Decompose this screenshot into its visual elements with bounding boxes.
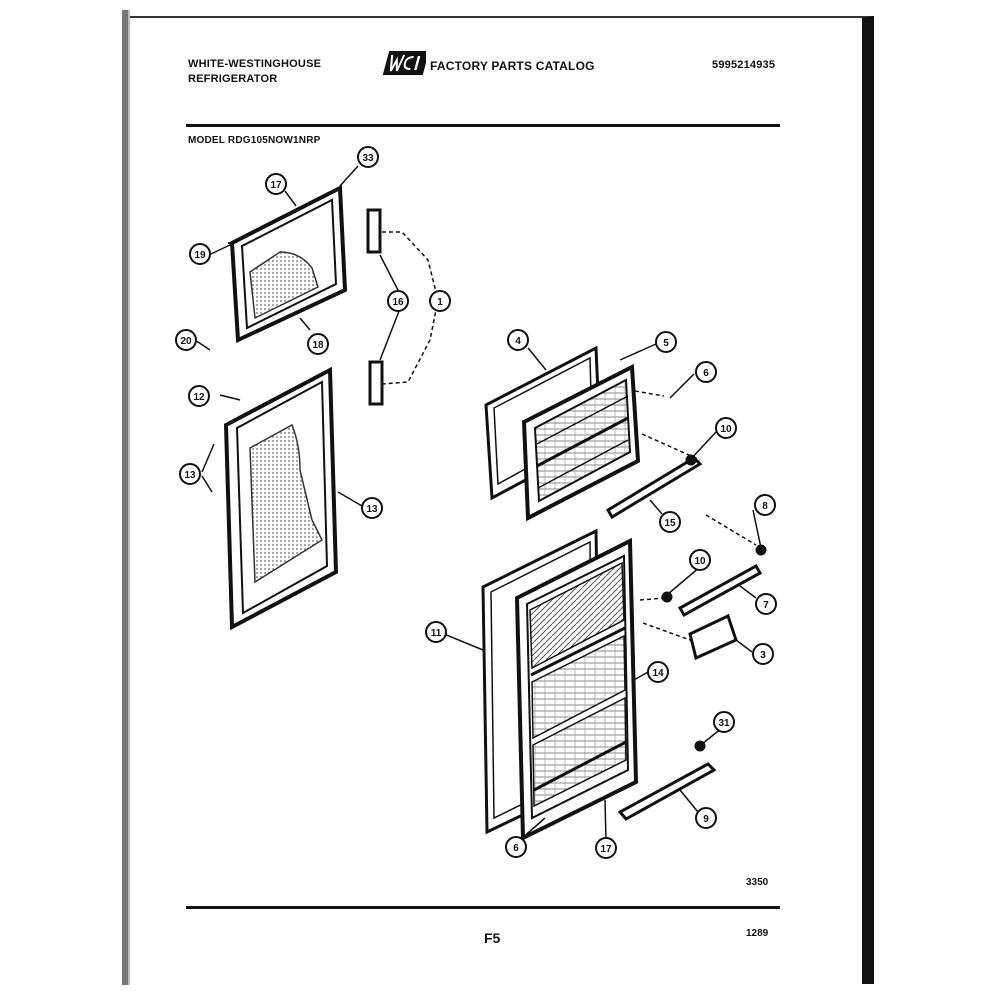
- callout: 5: [655, 331, 677, 353]
- callout: 6: [505, 836, 527, 858]
- header-rule: [186, 124, 780, 127]
- callout-label: 14: [652, 668, 664, 679]
- callout-label: 15: [664, 518, 676, 529]
- callout-label: 11: [431, 628, 442, 639]
- callout: 17: [265, 173, 287, 195]
- brand-line-2: REFRIGERATOR: [188, 73, 278, 85]
- callout: 3: [752, 643, 774, 665]
- callout-label: 16: [392, 297, 404, 308]
- callout: 9: [695, 807, 717, 829]
- fresh-food-door-liner: [514, 537, 639, 842]
- catalog-number: 5995214935: [712, 59, 776, 71]
- callout: 20: [175, 329, 197, 351]
- callout: 31: [713, 711, 735, 733]
- callout-label: 4: [515, 336, 521, 347]
- callout: 16: [387, 290, 409, 312]
- callout-label: 18: [312, 340, 324, 351]
- trim-bars: [605, 454, 767, 821]
- callout: 10: [689, 549, 711, 571]
- callout-label: 10: [694, 556, 706, 567]
- callout: 10: [715, 417, 737, 439]
- model-label: MODEL RDG105NOW1NRP: [188, 135, 321, 146]
- callout-label: 6: [513, 843, 519, 854]
- callout-label: 19: [194, 250, 206, 261]
- callout: 8: [754, 494, 776, 516]
- callout: 13: [179, 463, 201, 485]
- callout: 18: [307, 333, 329, 355]
- brand-line-1: WHITE-WESTINGHOUSE: [188, 58, 322, 70]
- callout-label: 9: [703, 814, 709, 825]
- callout-label: 8: [762, 501, 768, 512]
- callout-label: 33: [362, 153, 374, 164]
- callout-label: 1: [437, 297, 443, 308]
- page-label: F5: [484, 930, 501, 946]
- callout-label: 5: [663, 338, 669, 349]
- callout: 17: [595, 837, 617, 859]
- callout: 13: [361, 497, 383, 519]
- callout: 6: [695, 361, 717, 383]
- callout-bubbles: 17 33 19 20 18 16 1 12 13 13 4 5 6 10 15…: [175, 146, 777, 859]
- callout-label: 3: [760, 650, 766, 661]
- footer-rule: [186, 906, 780, 909]
- callout-label: 6: [703, 368, 709, 379]
- callout-label: 10: [720, 424, 732, 435]
- callout: 1: [429, 290, 451, 312]
- callout-label: 31: [718, 718, 730, 729]
- callout: 33: [357, 146, 379, 168]
- freezer-door-upper: [228, 184, 348, 344]
- callout: 7: [755, 593, 777, 615]
- callout-label: 17: [600, 844, 612, 855]
- callout-label: 13: [366, 504, 378, 515]
- callout: 12: [188, 385, 210, 407]
- fresh-food-door-left: [223, 366, 339, 631]
- callout: 19: [189, 243, 211, 265]
- callout: 11: [425, 621, 447, 643]
- callout-label: 12: [193, 392, 205, 403]
- revision-code: 1289: [746, 928, 769, 939]
- wci-logo-icon: [382, 51, 426, 75]
- scan-edge: [122, 10, 128, 985]
- callout: 14: [647, 661, 669, 683]
- leader-lines: [194, 165, 762, 841]
- callout-label: 20: [180, 336, 192, 347]
- catalog-title: FACTORY PARTS CATALOG: [430, 59, 595, 73]
- callout: 4: [507, 329, 529, 351]
- callout-label: 7: [763, 600, 769, 611]
- scan-edge-shadow: [128, 10, 130, 985]
- callout: 15: [659, 511, 681, 533]
- freezer-door-liner: [521, 363, 641, 522]
- callout-label: 13: [184, 470, 196, 481]
- drawing-code: 3350: [746, 877, 769, 888]
- callout-label: 17: [270, 180, 282, 191]
- hinge-parts: [366, 208, 384, 406]
